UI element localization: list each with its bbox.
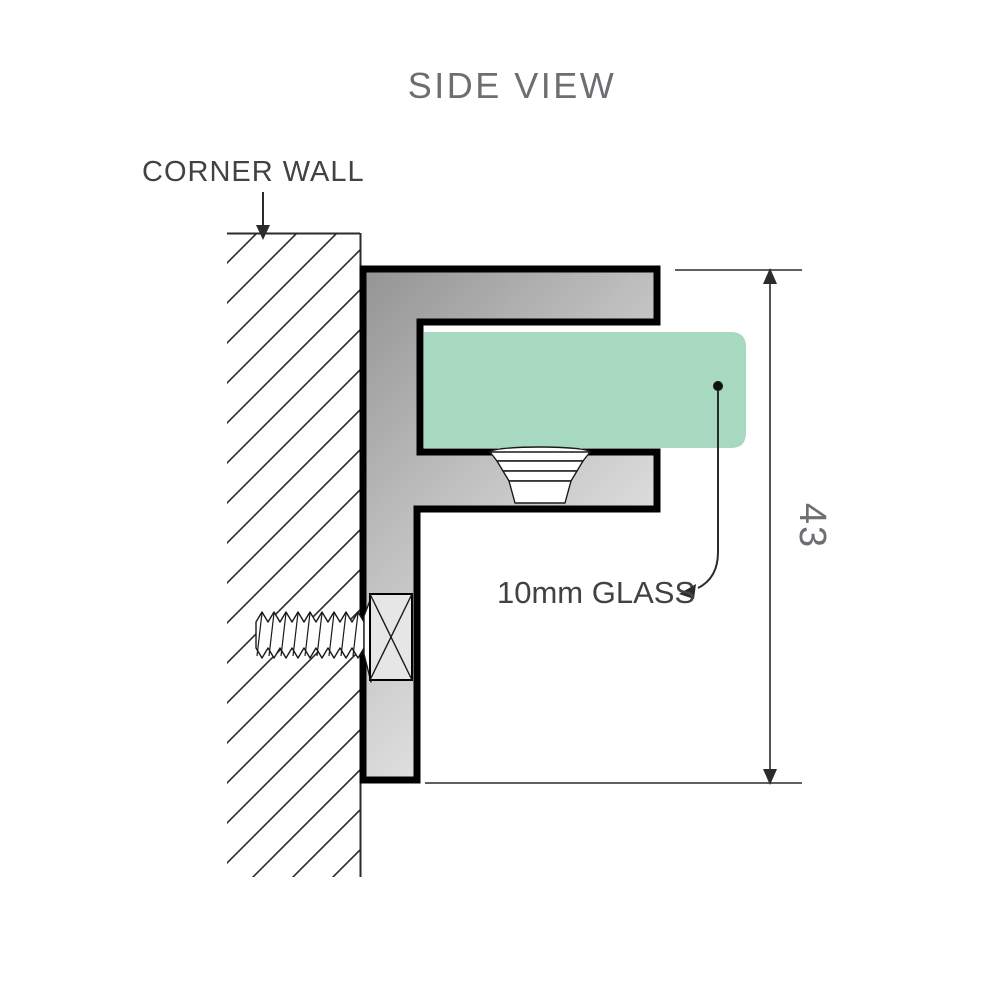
wall-hatching xyxy=(227,234,360,877)
dimension-label: 43 xyxy=(791,503,833,549)
dimension-43: 43 xyxy=(425,268,833,785)
glass-callout: 10mm GLASS xyxy=(497,381,723,610)
diagram-title: SIDE VIEW xyxy=(408,65,617,106)
wall xyxy=(227,232,362,877)
leader-dot xyxy=(713,381,723,391)
glass-panel xyxy=(424,332,746,448)
wall-screw xyxy=(255,593,413,683)
bracket-profile xyxy=(359,265,661,784)
grub-screw xyxy=(489,446,591,504)
glass-label: 10mm GLASS xyxy=(497,575,695,610)
corner-wall-label: CORNER WALL xyxy=(142,156,365,188)
